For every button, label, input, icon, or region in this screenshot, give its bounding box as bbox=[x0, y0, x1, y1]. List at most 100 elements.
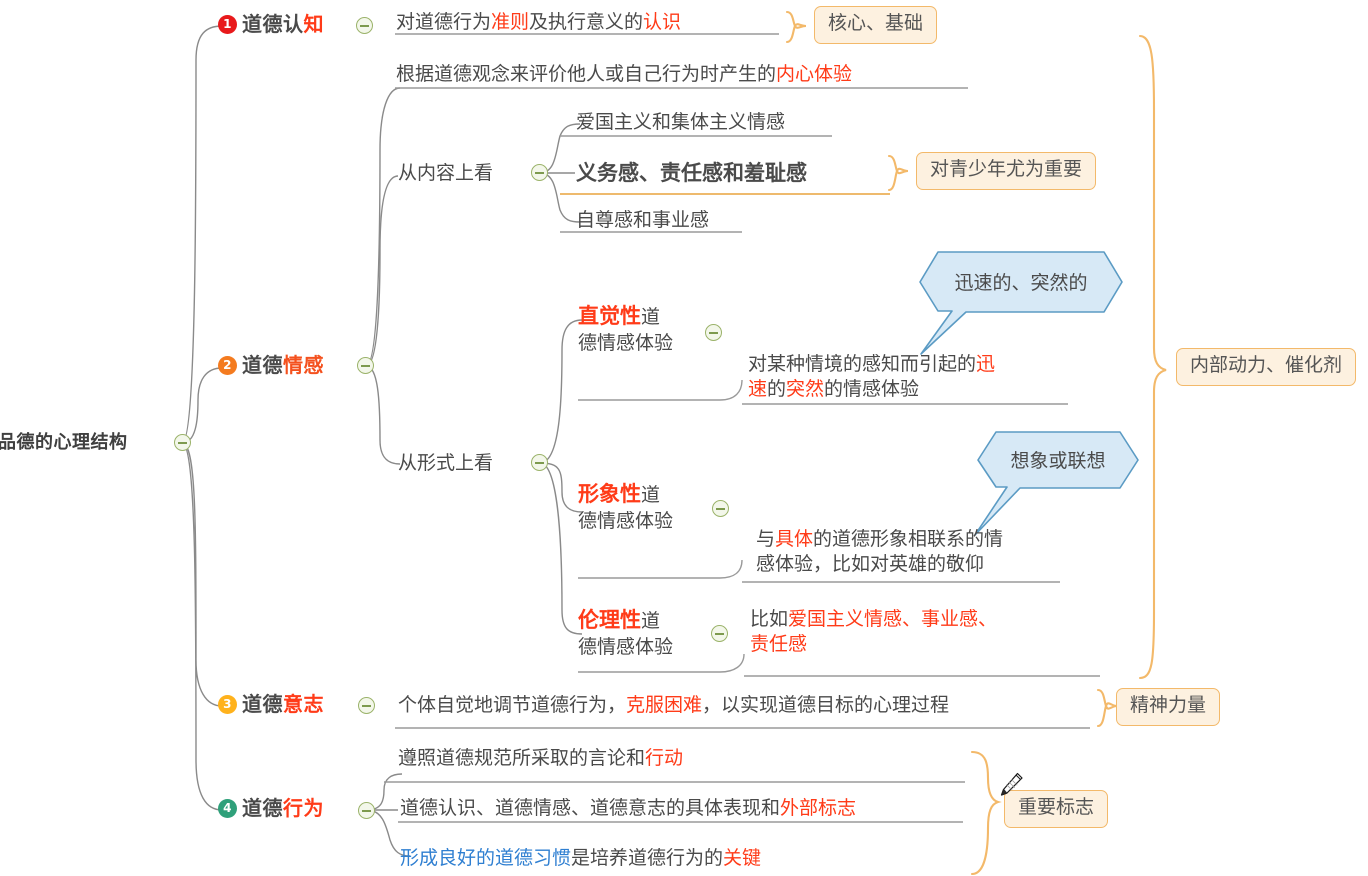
collapse-toggle-root[interactable] bbox=[174, 434, 191, 451]
tag-core-foundation-label: 核心、基础 bbox=[828, 13, 924, 34]
branch-badge-2: 2 bbox=[218, 356, 237, 375]
b4-i3-a: 形成良好的道德习惯 bbox=[400, 848, 572, 869]
branch-1-label-accent: 知 bbox=[303, 14, 324, 36]
form-3-name-accent: 伦理性 bbox=[578, 609, 641, 632]
collapse-toggle-branch-1[interactable] bbox=[356, 17, 373, 34]
pencil-cursor bbox=[1000, 772, 1023, 796]
group-label-by-form[interactable]: 从形式上看 bbox=[398, 451, 493, 476]
form-1-name-accent: 直觉性 bbox=[578, 305, 641, 328]
form-3-desc-c: 责任感 bbox=[750, 634, 808, 656]
form-item-2-desc[interactable]: 与具体的道德形象相联系的情 感体验，比如对英雄的敬仰 bbox=[756, 527, 1003, 577]
b4-i1-a: 遵照道德规范所采取的言论和 bbox=[398, 748, 646, 769]
tag-core-foundation[interactable]: 核心、基础 bbox=[814, 6, 938, 44]
branch-3-label-plain: 道德 bbox=[242, 694, 283, 716]
form-1-desc-a: 对某种情境的感知而引起的 bbox=[748, 354, 977, 375]
tag-important-marker[interactable]: 重要标志 bbox=[1004, 790, 1109, 828]
root-label: 品德的心理结构 bbox=[0, 432, 128, 452]
b4-i3-b: 是培养道德行为的 bbox=[571, 848, 724, 869]
content-item-3[interactable]: 自尊感和事业感 bbox=[576, 208, 709, 233]
tag-internal-drive[interactable]: 内部动力、催化剂 bbox=[1176, 348, 1357, 386]
branch-2-definition[interactable]: 根据道德观念来评价他人或自己行为时产生的内心体验 bbox=[396, 62, 852, 87]
root-node[interactable]: 品德的心理结构 bbox=[0, 431, 128, 455]
collapse-toggle-branch-2[interactable] bbox=[357, 357, 374, 374]
group-label-by-form-text: 从形式上看 bbox=[398, 453, 494, 474]
collapse-toggle-ethical[interactable] bbox=[711, 625, 728, 642]
b1-item1-part-a: 对道德行为 bbox=[396, 12, 492, 33]
form-2-desc-d: 感体验，比如对英雄的敬仰 bbox=[756, 554, 985, 576]
tag-important-for-youth[interactable]: 对青少年尤为重要 bbox=[916, 152, 1097, 190]
form-1-desc-f: 的情感体验 bbox=[824, 379, 920, 401]
form-2-name-c: 德情感体验 bbox=[578, 510, 674, 532]
b4-i2-a: 道德认识、道德情感、道德意志的具体表现和 bbox=[400, 798, 781, 819]
branch-badge-4: 4 bbox=[218, 799, 237, 818]
group-label-by-content-text: 从内容上看 bbox=[398, 163, 494, 184]
form-2-name-b: 道 bbox=[641, 485, 661, 506]
branch-4-item-1[interactable]: 遵照道德规范所采取的言论和行动 bbox=[398, 746, 683, 771]
callout-sudden[interactable]: 迅速的、突然的 bbox=[920, 252, 1122, 312]
branch-1-item-1[interactable]: 对道德行为准则及执行意义的认识 bbox=[396, 10, 681, 35]
b4-i2-b: 外部标志 bbox=[780, 798, 857, 819]
branch-1-label-plain: 道德认 bbox=[242, 14, 304, 36]
b1-item1-part-c: 及执行意义的 bbox=[529, 12, 644, 33]
collapse-toggle-intuitive[interactable] bbox=[705, 324, 722, 341]
branch-4-item-3[interactable]: 形成良好的道德习惯是培养道德行为的关键 bbox=[400, 846, 761, 871]
b3-item-c: ，以实现道德目标的心理过程 bbox=[702, 695, 950, 716]
form-2-desc-a: 与 bbox=[756, 529, 776, 550]
form-2-desc-b: 具体 bbox=[775, 529, 814, 550]
form-item-2-name[interactable]: 形象性道 德情感体验 bbox=[578, 481, 673, 534]
b1-item1-part-b: 准则 bbox=[491, 12, 530, 33]
branch-3-label-accent: 意志 bbox=[283, 694, 324, 716]
content-item-1[interactable]: 爱国主义和集体主义情感 bbox=[576, 110, 785, 135]
form-item-1-name[interactable]: 直觉性道 德情感体验 bbox=[578, 303, 673, 356]
form-3-name-b: 道 bbox=[641, 611, 661, 632]
collapse-toggle-branch-3[interactable] bbox=[358, 697, 375, 714]
branch-4-label-plain: 道德 bbox=[242, 798, 283, 820]
callout-imagination[interactable]: 想象或联想 bbox=[978, 432, 1138, 488]
branch-title-2[interactable]: 2 道德情感 bbox=[218, 353, 324, 379]
b2-def-part-b: 内心体验 bbox=[776, 64, 853, 85]
content-item-2[interactable]: 义务感、责任感和羞耻感 bbox=[576, 160, 807, 188]
form-item-3-desc[interactable]: 比如爱国主义情感、事业感、 责任感 bbox=[750, 607, 997, 657]
form-2-desc-c: 的道德形象相联系的情 bbox=[813, 529, 1004, 550]
form-3-desc-b: 爱国主义情感、事业感、 bbox=[788, 609, 998, 630]
b4-i3-c: 关键 bbox=[723, 848, 762, 869]
tag-spiritual-power-label: 精神力量 bbox=[1130, 695, 1207, 716]
branch-badge-1: 1 bbox=[218, 15, 237, 34]
collapse-toggle-imagery[interactable] bbox=[712, 500, 729, 517]
branch-title-1[interactable]: 1 道德认知 bbox=[218, 12, 324, 38]
branch-2-label-plain: 道德 bbox=[242, 355, 283, 377]
collapse-toggle-group-form[interactable] bbox=[531, 454, 548, 471]
form-3-desc-a: 比如 bbox=[750, 609, 789, 630]
content-item-2-text: 义务感、责任感和羞耻感 bbox=[576, 162, 807, 185]
tag-spiritual-power[interactable]: 精神力量 bbox=[1116, 688, 1221, 726]
tag-internal-drive-label: 内部动力、催化剂 bbox=[1190, 355, 1343, 376]
form-1-name-c: 德情感体验 bbox=[578, 332, 674, 354]
group-label-by-content[interactable]: 从内容上看 bbox=[398, 161, 493, 186]
form-1-desc-b: 迅 bbox=[976, 354, 996, 375]
branch-title-4[interactable]: 4 道德行为 bbox=[218, 796, 324, 822]
form-item-3-name[interactable]: 伦理性道 德情感体验 bbox=[578, 607, 673, 660]
form-3-name-c: 德情感体验 bbox=[578, 636, 674, 658]
form-1-name-b: 道 bbox=[641, 307, 661, 328]
form-1-desc-e: 突然 bbox=[786, 379, 825, 401]
content-item-1-text: 爱国主义和集体主义情感 bbox=[576, 112, 786, 133]
b2-def-part-a: 根据道德观念来评价他人或自己行为时产生的 bbox=[396, 64, 777, 85]
form-2-name-accent: 形象性 bbox=[578, 483, 641, 506]
form-1-desc-d: 的 bbox=[767, 379, 787, 401]
branch-4-item-2[interactable]: 道德认识、道德情感、道德意志的具体表现和外部标志 bbox=[400, 796, 856, 821]
branch-2-label-accent: 情感 bbox=[283, 355, 324, 377]
tag-important-marker-label: 重要标志 bbox=[1018, 797, 1095, 818]
collapse-toggle-group-content[interactable] bbox=[531, 164, 548, 181]
b3-item-a: 个体自觉地调节道德行为， bbox=[398, 695, 627, 716]
content-item-3-text: 自尊感和事业感 bbox=[576, 210, 710, 231]
branch-3-item-1[interactable]: 个体自觉地调节道德行为，克服困难，以实现道德目标的心理过程 bbox=[398, 693, 949, 718]
callout-sudden-label: 迅速的、突然的 bbox=[954, 272, 1088, 294]
form-item-1-desc[interactable]: 对某种情境的感知而引起的迅 速的突然的情感体验 bbox=[748, 352, 995, 402]
b1-item1-part-d: 认识 bbox=[643, 12, 682, 33]
collapse-toggle-branch-4[interactable] bbox=[358, 802, 375, 819]
branch-4-label-accent: 行为 bbox=[283, 798, 324, 820]
b4-i1-b: 行动 bbox=[645, 748, 684, 769]
tag-important-for-youth-label: 对青少年尤为重要 bbox=[930, 159, 1083, 180]
